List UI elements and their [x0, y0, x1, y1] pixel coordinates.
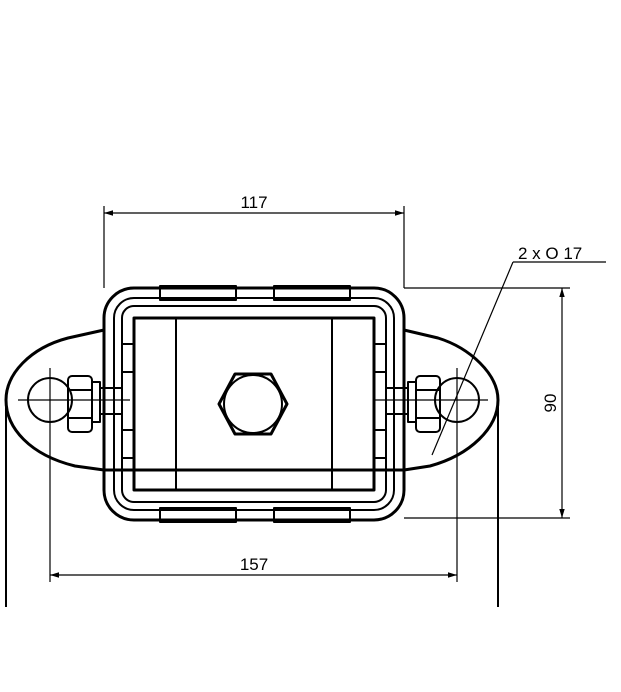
right-screw-assembly — [386, 375, 441, 433]
left-screw-assembly — [67, 375, 122, 433]
dimension-bottom-label: 157 — [240, 555, 268, 574]
hole-callout-label: 2 x O 17 — [518, 244, 582, 263]
top-right-clamp — [273, 285, 351, 301]
dimension-right-label: 90 — [541, 394, 560, 413]
left-upper-slot — [121, 343, 135, 373]
housing-outer — [102, 286, 406, 522]
callout-leader — [431, 261, 514, 456]
dimension-top-label: 117 — [240, 193, 267, 212]
housing-inner — [113, 297, 395, 511]
housing-inner-lip — [121, 305, 387, 503]
right-lower-slot — [373, 429, 387, 459]
hex-bolt — [217, 372, 289, 436]
right-upper-slot — [373, 343, 387, 373]
bottom-left-clamp — [159, 507, 237, 523]
hex-bolt-washer — [223, 374, 283, 434]
left-lower-slot — [121, 429, 135, 459]
top-left-clamp — [159, 285, 237, 301]
inner-block — [132, 316, 376, 492]
bottom-right-clamp — [273, 507, 351, 523]
